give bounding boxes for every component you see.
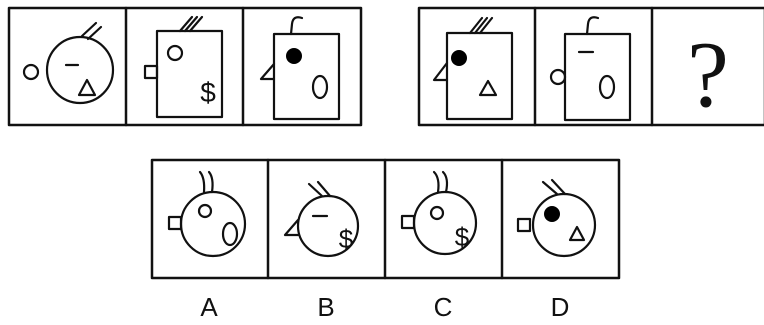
option-b-label[interactable]: B — [317, 292, 334, 322]
top-hook-stroke — [289, 16, 304, 36]
side-small-square — [143, 64, 159, 80]
sequence-1-frame — [7, 6, 363, 127]
side-angle-triangle — [283, 218, 300, 237]
face-outline-rect — [272, 32, 341, 121]
option-c-label[interactable]: C — [434, 292, 453, 322]
sequence-2-frame — [417, 6, 764, 127]
small-circle-mark — [166, 44, 184, 62]
top-stroke — [183, 15, 199, 33]
sequence-1-panel-3 — [259, 16, 341, 121]
top-stroke — [441, 170, 449, 194]
black-dot-mark — [286, 48, 302, 64]
option-d-figure[interactable] — [516, 178, 597, 258]
top-stroke — [188, 15, 204, 33]
top-stroke — [478, 16, 494, 35]
face-outline-circle — [296, 194, 360, 258]
face-outline-rect — [563, 32, 632, 122]
side-small-square — [167, 215, 183, 231]
top-stroke — [86, 25, 103, 41]
face-outline-circle — [45, 35, 115, 105]
side-small-circle — [549, 68, 567, 86]
side-small-circle — [22, 63, 40, 81]
side-angle-triangle — [259, 62, 276, 81]
option-b-figure[interactable]: $ — [283, 180, 360, 258]
small-circle-mark — [197, 203, 213, 219]
ellipse-mark — [598, 74, 616, 100]
top-stroke — [178, 15, 194, 33]
sequence-2-panel-1 — [432, 16, 514, 121]
top-stroke — [307, 182, 324, 198]
top-stroke — [473, 16, 489, 35]
black-dot-mark — [544, 206, 560, 222]
top-stroke — [432, 170, 440, 194]
dollar-mark: $ — [200, 77, 216, 108]
option-d-label[interactable]: D — [551, 292, 570, 322]
sequence-1-strip — [7, 6, 363, 127]
top-stroke — [550, 178, 567, 196]
triangle-mark — [77, 78, 97, 97]
side-angle-triangle — [432, 61, 449, 82]
triangle-mark — [478, 79, 498, 97]
triangle-mark — [568, 225, 586, 242]
option-c-figure[interactable]: $ — [400, 170, 478, 256]
top-stroke — [541, 180, 559, 196]
face-outline-circle — [179, 190, 247, 258]
top-stroke — [207, 170, 214, 194]
option-a-label[interactable]: A — [200, 292, 218, 322]
top-hook-stroke — [585, 16, 600, 36]
ellipse-mark — [311, 74, 329, 100]
black-dot-mark — [451, 50, 467, 66]
dollar-mark: $ — [339, 224, 354, 254]
sequence-2-panel-2 — [549, 16, 632, 122]
top-stroke — [316, 180, 332, 198]
face-outline-rect — [445, 31, 514, 121]
top-stroke — [468, 16, 484, 35]
sequence-1-panel-1 — [22, 21, 115, 105]
top-stroke — [198, 170, 206, 194]
top-stroke — [80, 21, 98, 38]
ellipse-mark — [221, 221, 239, 247]
side-small-square — [516, 217, 532, 233]
sequence-2-strip — [417, 6, 764, 127]
options-strip — [150, 158, 621, 280]
question-mark: ? — [687, 23, 729, 127]
face-outline-circle — [531, 192, 597, 258]
sequence-1-panel-2: $ — [143, 15, 224, 119]
option-a-figure[interactable] — [167, 170, 247, 258]
side-small-square — [400, 214, 416, 230]
dollar-mark: $ — [455, 222, 470, 252]
small-circle-mark — [429, 205, 445, 221]
